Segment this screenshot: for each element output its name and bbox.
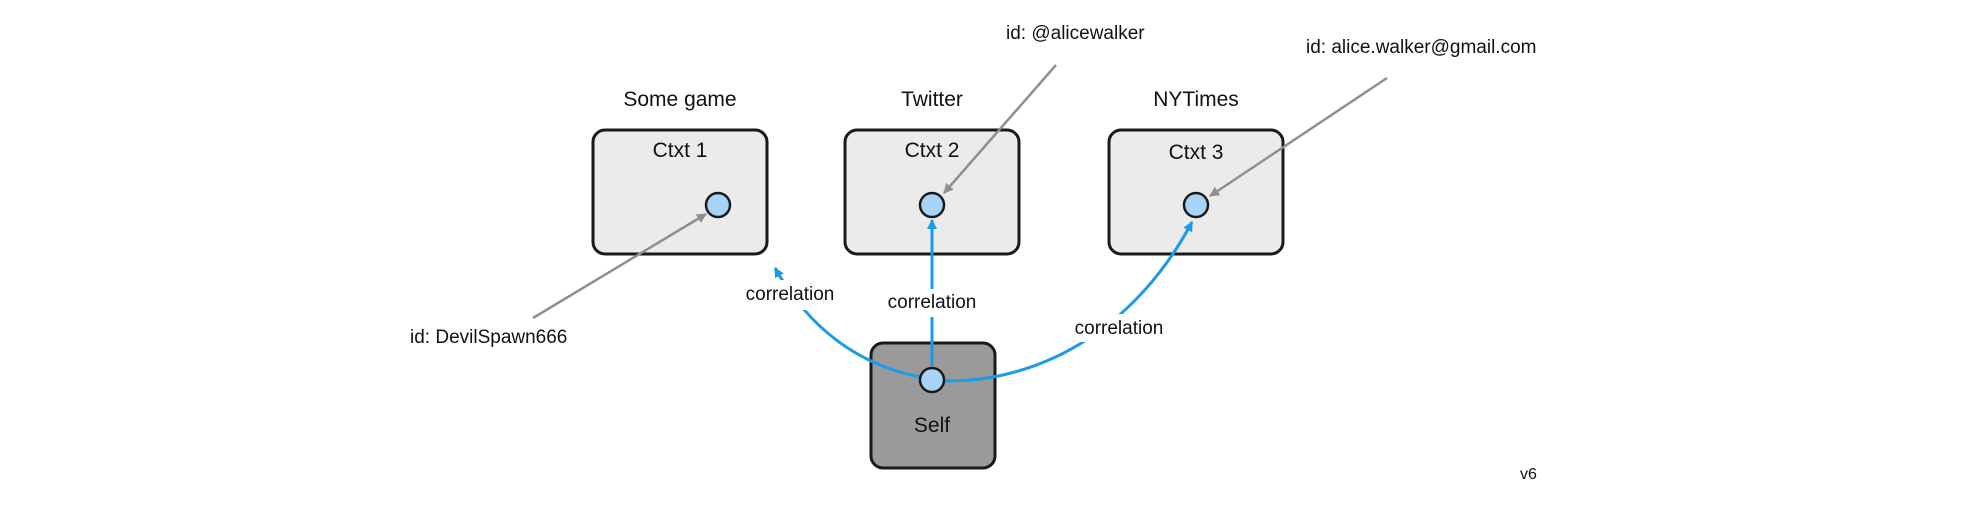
correlation-label-2: correlation: [888, 292, 977, 313]
context-node-1: [704, 191, 732, 219]
context-node-3: [1182, 191, 1210, 219]
correlation-label-1: correlation: [746, 284, 835, 305]
identifier-arrow-1: [532, 212, 707, 320]
self-node: [918, 366, 946, 394]
context-title-nytimes: NYTimes: [1153, 88, 1239, 111]
correlation-label-3: correlation: [1075, 318, 1164, 339]
identifier-arrow-3: [1209, 76, 1388, 198]
context-box-1: Ctxt 1: [591, 128, 769, 256]
context-box-2-label: Ctxt 2: [905, 139, 960, 162]
context-box-3-label: Ctxt 3: [1169, 141, 1224, 164]
self-box-label: Self: [914, 414, 950, 437]
context-node-2: [918, 191, 946, 219]
identifier-label-2: id: @alicewalker: [1006, 23, 1145, 44]
identifier-label-3: id: alice.walker@gmail.com: [1306, 37, 1536, 58]
context-title-some-game: Some game: [623, 88, 736, 111]
context-box-1-label: Ctxt 1: [653, 139, 708, 162]
version-label: v6: [1520, 466, 1537, 483]
context-title-twitter: Twitter: [901, 88, 963, 111]
identifier-label-1: id: DevilSpawn666: [410, 327, 567, 348]
identifier-arrow-2: [943, 64, 1057, 194]
